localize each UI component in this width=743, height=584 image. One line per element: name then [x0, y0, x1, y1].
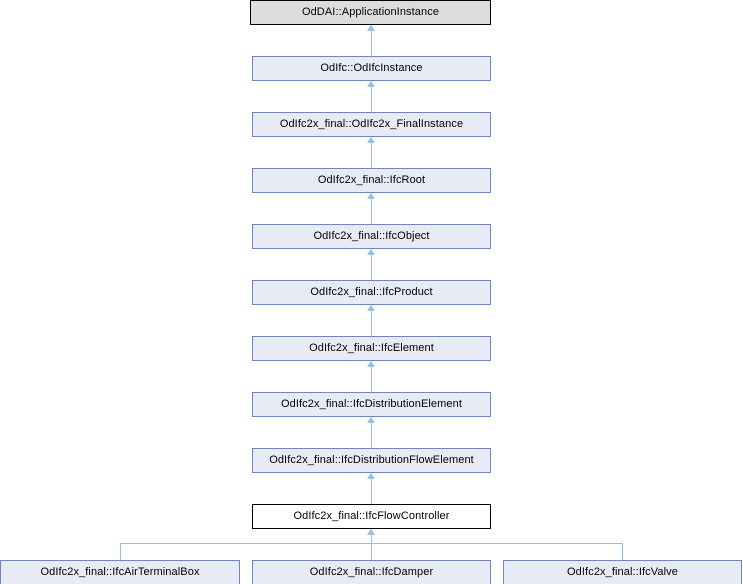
inheritance-edge-vertical — [371, 361, 372, 392]
class-node[interactable]: OdIfc2x_final::OdIfc2x_FinalInstance — [252, 112, 491, 137]
inheritance-edge-vertical — [371, 417, 372, 448]
inheritance-edge-vertical — [371, 473, 372, 504]
inheritance-arrow-icon — [367, 305, 375, 311]
inheritance-edge-vertical — [120, 543, 121, 560]
inheritance-edge-vertical — [371, 137, 372, 168]
class-node-label: OdIfc2x_final::IfcValve — [567, 566, 678, 578]
class-node[interactable]: OdIfc2x_final::IfcDistributionFlowElemen… — [252, 448, 491, 473]
inheritance-arrow-icon — [367, 81, 375, 87]
class-node-label: OdIfc::OdIfcInstance — [320, 62, 423, 74]
inheritance-edge-vertical — [371, 529, 372, 560]
class-node-label: OdIfc2x_final::IfcFlowController — [293, 510, 450, 522]
class-node[interactable]: OdDAI::ApplicationInstance — [250, 0, 491, 25]
class-node-label: OdIfc2x_final::IfcRoot — [317, 174, 426, 186]
inheritance-arrow-icon — [367, 361, 375, 367]
inheritance-arrow-icon — [367, 529, 375, 535]
class-node[interactable]: OdIfc2x_final::IfcElement — [252, 336, 491, 361]
inheritance-edge-vertical — [622, 543, 623, 560]
class-node-label: OdIfc2x_final::IfcDamper — [309, 566, 434, 578]
class-node[interactable]: OdIfc2x_final::IfcProduct — [252, 280, 491, 305]
inheritance-arrow-icon — [367, 25, 375, 31]
class-node-label: OdIfc2x_final::IfcElement — [309, 342, 434, 354]
class-node[interactable]: OdIfc2x_final::IfcRoot — [252, 168, 491, 193]
inheritance-arrow-icon — [367, 193, 375, 199]
class-node[interactable]: OdIfc2x_final::IfcObject — [252, 224, 491, 249]
inheritance-edge-vertical — [371, 305, 372, 336]
inheritance-edge-horizontal — [120, 543, 623, 544]
inheritance-edge-vertical — [371, 249, 372, 280]
class-node-label: OdIfc2x_final::IfcAirTerminalBox — [40, 566, 200, 578]
class-node[interactable]: OdIfc2x_final::IfcValve — [503, 560, 742, 584]
class-node[interactable]: OdIfc::OdIfcInstance — [252, 56, 491, 81]
class-node-label: OdIfc2x_final::OdIfc2x_FinalInstance — [279, 118, 464, 130]
class-node-label: OdIfc2x_final::IfcDistributionFlowElemen… — [269, 454, 474, 466]
class-node[interactable]: OdIfc2x_final::IfcAirTerminalBox — [0, 560, 240, 584]
class-node-label: OdIfc2x_final::IfcProduct — [310, 286, 433, 298]
class-node[interactable]: OdIfc2x_final::IfcFlowController — [252, 504, 491, 529]
inheritance-arrow-icon — [367, 473, 375, 479]
inheritance-edge-vertical — [371, 193, 372, 224]
class-node[interactable]: OdIfc2x_final::IfcDamper — [252, 560, 491, 584]
inheritance-arrow-icon — [367, 417, 375, 423]
class-node-label: OdIfc2x_final::IfcObject — [313, 230, 430, 242]
inheritance-edge-vertical — [371, 25, 372, 56]
inheritance-arrow-icon — [367, 249, 375, 255]
inheritance-arrow-icon — [367, 137, 375, 143]
class-node[interactable]: OdIfc2x_final::IfcDistributionElement — [252, 392, 491, 417]
class-node-label: OdIfc2x_final::IfcDistributionElement — [281, 398, 462, 410]
inheritance-edge-vertical — [371, 81, 372, 112]
class-node-label: OdDAI::ApplicationInstance — [301, 6, 440, 18]
